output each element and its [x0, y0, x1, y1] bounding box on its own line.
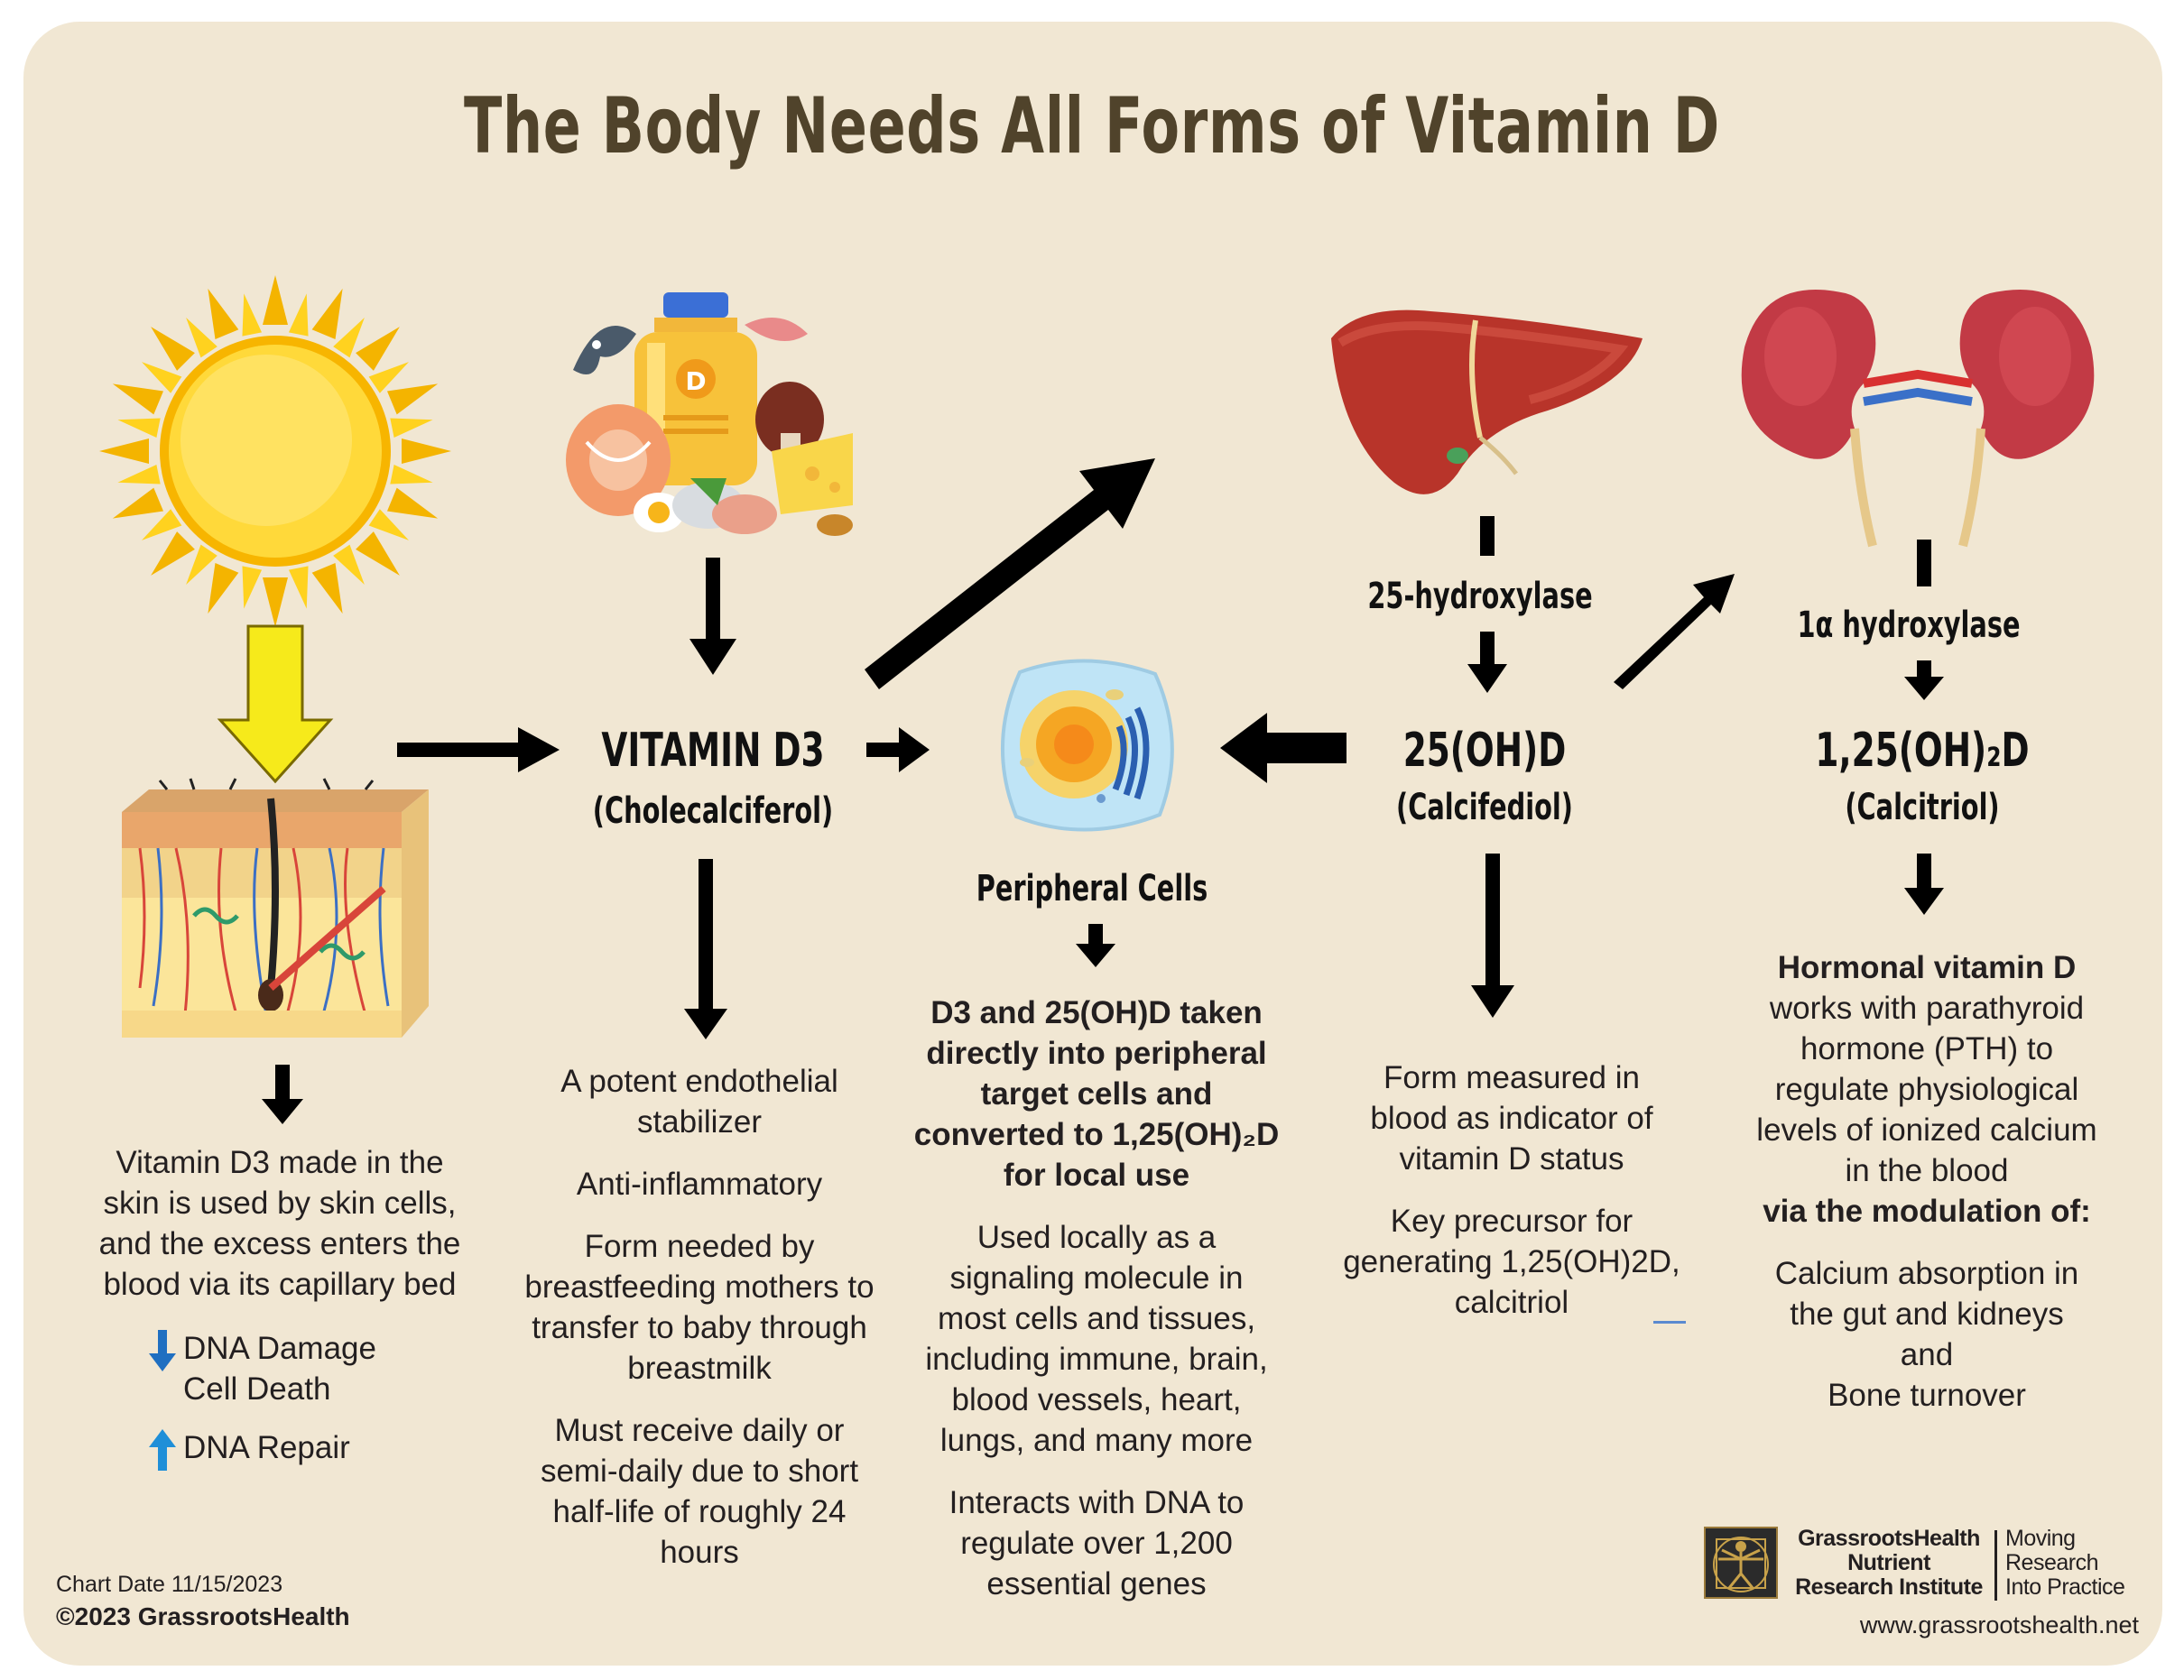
sun-illustration [99, 275, 451, 627]
arrow-d3-down [684, 859, 727, 1039]
chart-date: Chart Date 11/15/2023 [56, 1572, 283, 1597]
arrow-d3-to-liver [865, 458, 1155, 689]
dna-damage-text: DNA Damage [183, 1331, 376, 1366]
calcifediol-alt-name: (Calcifediol) [1396, 787, 1573, 828]
enzyme-1-alpha-hydroxylase: 1α hydroxylase [1797, 605, 2021, 646]
peripheral-description: D3 and 25(OH)D taken directly into perip… [913, 995, 1280, 1602]
liver-illustration [1331, 309, 1643, 494]
arrow-skin-to-d3 [397, 727, 560, 772]
footer-divider [1994, 1530, 1997, 1601]
website-url[interactable]: www.grassrootshealth.net [1859, 1611, 2139, 1638]
cell-death-text: Cell Death [183, 1371, 331, 1407]
arrow-skin-down [262, 1065, 303, 1124]
arrow-liver-to-calcifediol [1467, 516, 1507, 693]
down-arrow-icon [149, 1330, 176, 1371]
arrow-calcifediol-to-kidney [1614, 574, 1735, 689]
sunlight-arrow [217, 624, 334, 784]
vitruvian-logo [1704, 1527, 1778, 1599]
dna-repair-item: DNA Repair [149, 1427, 350, 1472]
dna-damage-item: DNA Damage Cell Death [149, 1328, 376, 1409]
kidneys-illustration [1741, 290, 2095, 548]
calcifediol-description: Form measured in blood as indicator of v… [1343, 1060, 1680, 1320]
enzyme-25-hydroxylase: 25-hydroxylase [1367, 576, 1593, 617]
food-supplement-illustration: D [566, 292, 853, 536]
org-name: GrassrootsHealth Nutrient Research Insti… [1795, 1526, 1983, 1600]
arrow-calcifediol-to-cells [1220, 713, 1346, 783]
skin-description: Vitamin D3 made in the skin is used by s… [98, 1145, 461, 1302]
peripheral-cell-illustration [1001, 659, 1174, 832]
vitamin-d3-alt-name: (Cholecalciferol) [592, 790, 834, 832]
arrow-calcifediol-down [1471, 854, 1514, 1018]
peripheral-cells-title: Peripheral Cells [976, 868, 1208, 909]
copyright: ©2023 GrassrootsHealth [56, 1602, 350, 1630]
up-arrow-icon [149, 1429, 176, 1471]
svg-text:D: D [685, 366, 706, 396]
arrow-peripheral-down [1076, 924, 1115, 967]
page-title: The Body Needs All Forms of Vitamin D [463, 81, 1721, 171]
arrow-calcitriol-down [1904, 854, 1944, 915]
calcitriol-description: Hormonal vitamin D works with parathyroi… [1756, 950, 2097, 1413]
arrow-kidney-to-calcitriol [1904, 540, 1944, 700]
vitamin-d3-description: A potent endothelial stabilizer Anti-inf… [524, 1064, 875, 1570]
tagline: Moving Research Into Practice [2005, 1526, 2125, 1600]
arrow-food-to-d3 [689, 558, 736, 675]
dna-repair-text: DNA Repair [183, 1430, 350, 1465]
vitamin-d3-title: VITAMIN D3 [601, 724, 825, 778]
calcitriol-title: 1,25(OH)₂D [1815, 724, 2030, 778]
skin-illustration [122, 778, 429, 1038]
arrow-d3-to-cells [866, 727, 930, 772]
calcifediol-title: 25(OH)D [1402, 724, 1567, 778]
calcitriol-alt-name: (Calcitriol) [1845, 787, 2000, 828]
